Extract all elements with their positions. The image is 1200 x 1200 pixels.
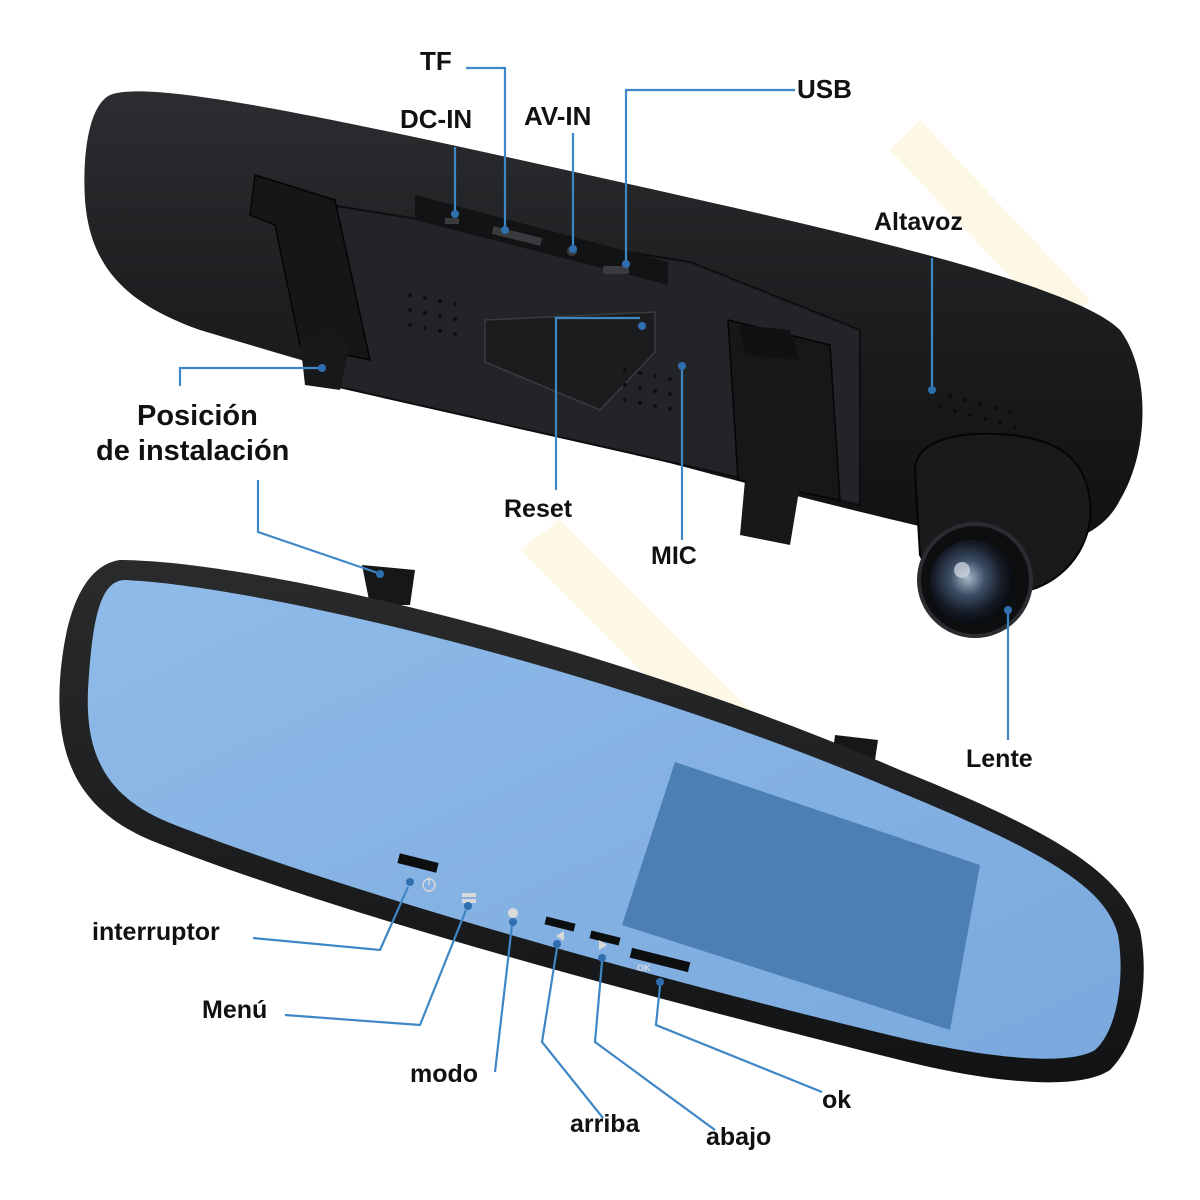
- label-altavoz: Altavoz: [874, 208, 963, 236]
- right-arrow-icon[interactable]: [589, 930, 621, 950]
- usb-port: [603, 266, 629, 274]
- power-icon[interactable]: [422, 877, 436, 892]
- label-tf: TF: [420, 46, 452, 76]
- label-av-in: AV-IN: [524, 101, 591, 131]
- altavoz-grille: [933, 390, 1017, 429]
- mount-strap-left: [249, 174, 371, 361]
- label-posicion-line1: Posición: [137, 400, 258, 432]
- reset-panel: [484, 311, 656, 411]
- mount-clip-right-top: [738, 325, 800, 360]
- mount-strap-right: [727, 319, 841, 501]
- leader-lines: [178, 66, 1012, 1131]
- ok-glyph: OK: [637, 963, 651, 973]
- label-arriba: arriba: [570, 1110, 641, 1138]
- label-usb: USB: [797, 74, 852, 104]
- mirror-front-view: OK: [59, 560, 1144, 1083]
- label-lente: Lente: [966, 745, 1033, 773]
- label-reset: Reset: [504, 495, 573, 523]
- mount-clip-left-bottom: [300, 330, 350, 390]
- button-row: OK: [397, 853, 691, 973]
- label-interruptor: interruptor: [92, 918, 220, 946]
- label-posicion-line2: de instalación: [96, 435, 289, 467]
- left-arrow-icon[interactable]: [544, 916, 576, 941]
- lens-highlight: [954, 562, 970, 578]
- mount-clip-front-top: [362, 565, 415, 605]
- menu-icon[interactable]: [462, 893, 476, 903]
- label-ok: ok: [822, 1086, 851, 1114]
- speaker-grille-left: [408, 293, 457, 336]
- lens-glass: [930, 540, 1014, 624]
- label-abajo: abajo: [706, 1123, 771, 1151]
- mode-icon[interactable]: [508, 908, 518, 918]
- speaker-grille-right: [623, 368, 672, 411]
- label-menu: Menú: [202, 996, 267, 1024]
- mount-clip-right-bottom: [740, 480, 800, 545]
- mirror-rear-view: [84, 91, 1143, 638]
- labels: TF DC-IN AV-IN USB Altavoz Posición de i…: [92, 46, 1033, 1151]
- label-modo: modo: [410, 1060, 478, 1088]
- lcd-screen: [622, 762, 980, 1030]
- label-mic: MIC: [651, 542, 697, 570]
- ok-icon[interactable]: OK: [629, 947, 691, 973]
- label-dc-in: DC-IN: [400, 104, 472, 134]
- dc-in-port: [445, 218, 459, 224]
